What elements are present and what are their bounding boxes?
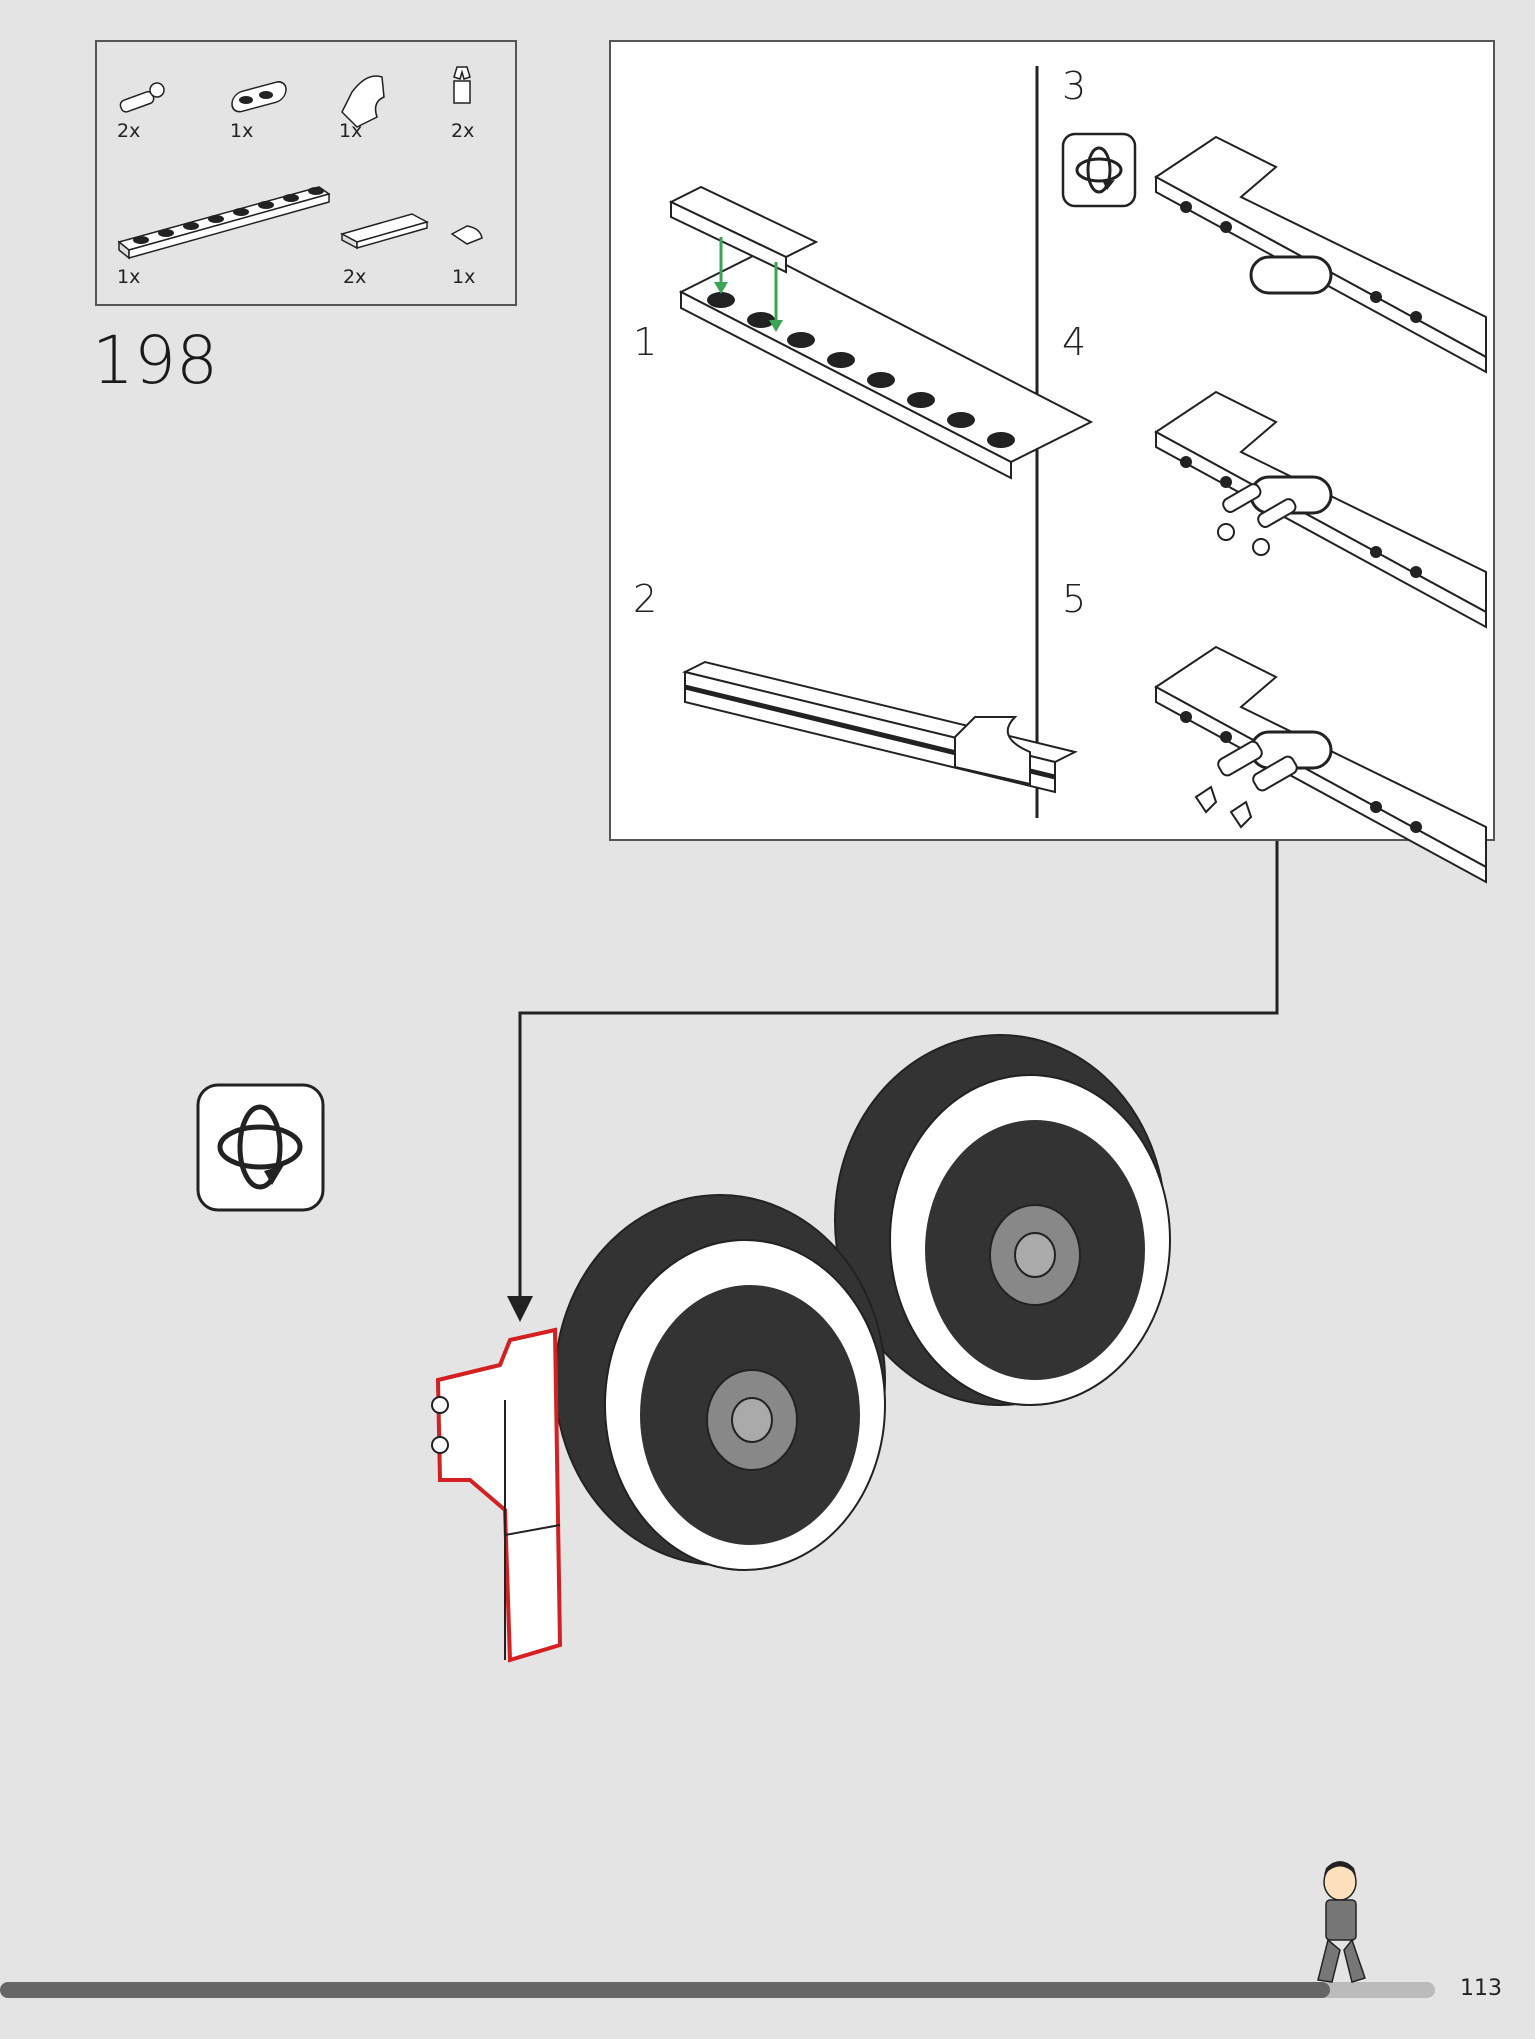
page-number: 113	[1460, 1976, 1502, 2001]
substep-4-illustration	[1154, 390, 1487, 629]
part-qty: 2x	[451, 120, 475, 142]
long-plate-part-icon	[117, 186, 331, 260]
substep-number: 3	[1062, 64, 1087, 108]
minifigure-icon	[1317, 1861, 1366, 1983]
substeps-box: 1 2 3 4 5	[609, 40, 1495, 884]
substeps-illustrations	[668, 66, 1487, 884]
substep-number: 4	[1062, 320, 1087, 364]
substep-number: 2	[633, 577, 658, 621]
part-qty: 1x	[230, 120, 254, 142]
callout-connector-line	[518, 841, 1279, 1300]
part-qty: 1x	[339, 120, 363, 142]
callout-arrow-head	[507, 1296, 533, 1322]
part-qty: 1x	[117, 266, 141, 288]
parts-illustrations	[117, 66, 483, 260]
part-qty: 2x	[117, 120, 141, 142]
substep-3-illustration	[1154, 135, 1487, 374]
substep-2-illustration	[682, 660, 1078, 794]
progress-bar-fill	[0, 1982, 1330, 1998]
pin-part-icon	[119, 82, 165, 113]
clip-part-icon	[453, 66, 471, 104]
part-qty: 2x	[343, 266, 367, 288]
substep-5-illustration	[1154, 645, 1487, 884]
tile-part-icon	[340, 213, 429, 250]
substep-1-illustration	[668, 185, 1094, 480]
step-number: 198	[92, 322, 218, 399]
ring-plate-part-icon	[231, 81, 287, 113]
wheel-right	[834, 1034, 1171, 1406]
part-qty: 1x	[452, 266, 476, 288]
substep-number: 1	[633, 320, 658, 364]
rotate-icon	[196, 1083, 325, 1212]
substep-number: 5	[1062, 577, 1087, 621]
rotate-icon	[1061, 132, 1137, 208]
curved-slope-part-icon	[341, 75, 385, 128]
highlighted-new-part	[431, 1327, 563, 1663]
quarter-tile-part-icon	[450, 225, 483, 245]
wheel-left	[554, 1194, 886, 1571]
parts-list-box: 2x 1x 1x 2x 1x 2x 1x	[95, 40, 517, 306]
